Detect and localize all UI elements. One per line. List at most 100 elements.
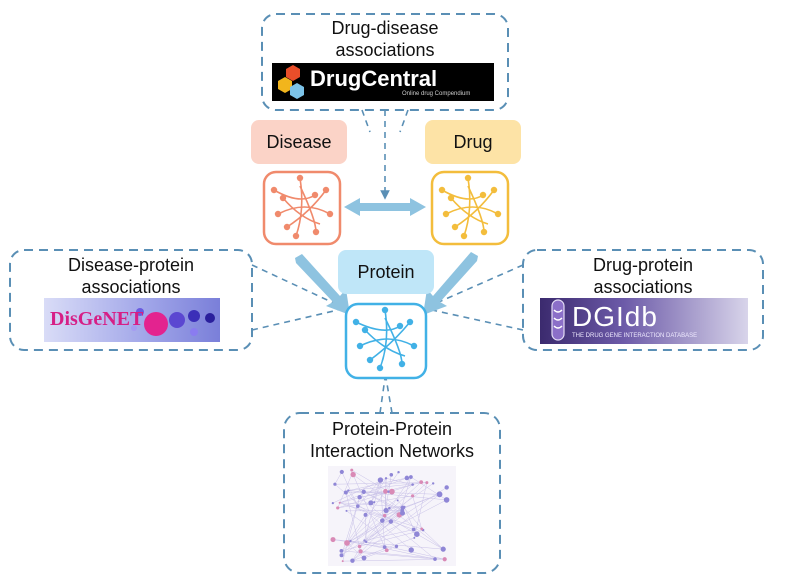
ppi-node: [420, 527, 424, 531]
ppi-node: [349, 539, 352, 543]
ppi-node: [388, 506, 391, 510]
drug-protein-box: [522, 249, 764, 351]
ppi-title-line1: Protein-Protein: [331, 419, 453, 439]
disease-protein-title: Disease-protein associations: [10, 254, 252, 298]
ppi-node: [350, 472, 354, 475]
ppi-node: [425, 481, 429, 485]
ppi-node: [387, 490, 390, 493]
drug-protein-title-line2: associations: [593, 277, 693, 297]
ppi-edge: [351, 469, 389, 492]
ppi-edge: [357, 479, 381, 507]
drug-node-label: Drug: [425, 120, 521, 164]
drug-disease-title-line1: Drug-disease: [331, 18, 439, 38]
ppi-node: [408, 475, 413, 479]
ppi-node: [444, 485, 449, 490]
ppi-node: [341, 560, 344, 563]
ppi-title-line2: Interaction Networks: [309, 441, 475, 461]
ppi-node: [350, 558, 355, 563]
ppi-edge: [341, 529, 424, 552]
ppi-edge: [352, 494, 440, 561]
ppi-node: [399, 510, 405, 516]
drugcentral-logo: DrugCentral Online drug Compendium: [272, 63, 494, 101]
ppi-edge: [346, 510, 397, 547]
ppi-node: [382, 513, 387, 518]
ppi-edge: [421, 528, 444, 550]
ppi-node: [331, 502, 334, 505]
ppi-edge: [363, 491, 440, 495]
ppi-node: [382, 545, 387, 550]
ppi-edge: [350, 540, 436, 560]
ppi-node: [433, 557, 437, 561]
drugcentral-tagline: Online drug Compendium: [402, 91, 471, 97]
ppi-edge: [352, 540, 365, 561]
ppi-edge: [350, 472, 399, 542]
ppi-node: [361, 555, 367, 561]
disgenet-dots-icon: [131, 308, 215, 336]
drug-disease-title-line2: associations: [335, 40, 435, 60]
ppi-node: [339, 469, 344, 475]
ppi-node: [383, 488, 388, 494]
ppi-node: [344, 540, 350, 546]
ppi-edge: [341, 550, 436, 560]
disgenet-name: DisGeNET: [50, 308, 144, 330]
disease-protein-arrow: [295, 254, 350, 315]
ppi-edge: [341, 510, 387, 556]
ppi-edge: [345, 492, 361, 552]
ppi-node: [356, 504, 360, 509]
ppi-node: [413, 536, 416, 539]
ppi-node: [358, 549, 363, 554]
ppi-edge: [342, 558, 445, 562]
ppi-node: [443, 497, 450, 503]
ppi-edge: [363, 546, 397, 559]
drug-protein-title: Drug-protein associations: [523, 254, 763, 298]
dgidb-logo: DGIdb THE DRUG GENE INTERACTION DATABASE: [540, 298, 748, 344]
ppi-node: [384, 548, 389, 553]
ppi-node: [347, 489, 350, 492]
ppi-node: [396, 499, 399, 502]
ppi-node: [357, 495, 362, 500]
dashed-connectors: [251, 109, 524, 414]
ppi-node: [389, 472, 394, 477]
ppi-edge: [348, 477, 407, 491]
ppi-node: [373, 501, 376, 504]
ppi-node: [350, 468, 354, 472]
ppi-node: [357, 544, 362, 549]
ppi-edge: [334, 471, 343, 485]
ppi-node: [436, 491, 443, 498]
ppi-edge: [352, 474, 403, 511]
protein-network-icon: [344, 302, 428, 380]
ppi-edge: [366, 541, 445, 560]
ppi-edge: [339, 477, 407, 503]
ppi-node: [411, 527, 416, 532]
ppi-edge: [384, 481, 422, 516]
ppi-node: [411, 483, 414, 486]
disease-protein-title-line1: Disease-protein: [67, 255, 195, 275]
disgenet-logo: DisGeNET: [44, 298, 220, 342]
dgidb-tagline: THE DRUG GENE INTERACTION DATABASE: [572, 333, 698, 339]
drugcentral-hexagon-icon: [278, 65, 304, 99]
ppi-title: Protein-Protein Interaction Networks: [284, 418, 500, 462]
ppi-edge: [370, 479, 381, 503]
ppi-node: [404, 475, 410, 481]
ppi-node: [383, 507, 389, 514]
ppi-node: [330, 537, 336, 543]
ppi-edge: [339, 484, 413, 503]
ppi-node: [333, 482, 337, 486]
ppi-edge: [342, 497, 360, 562]
ppi-edge: [359, 497, 436, 560]
ppi-node: [397, 471, 400, 474]
ppi-edge: [364, 520, 383, 541]
drug-protein-title-line1: Drug-protein: [592, 255, 694, 275]
ppi-edge: [352, 474, 385, 548]
ppi-edge: [380, 480, 385, 548]
ppi-node: [403, 505, 406, 509]
ppi-edge: [341, 471, 359, 507]
ppi-node: [363, 539, 366, 542]
ppi-node: [384, 477, 388, 480]
ppi-node: [419, 480, 424, 485]
ppi-edge: [412, 495, 422, 529]
disease-network-icon: [262, 170, 342, 246]
disease-protein-title-line2: associations: [81, 277, 181, 297]
ppi-edge: [334, 484, 412, 551]
